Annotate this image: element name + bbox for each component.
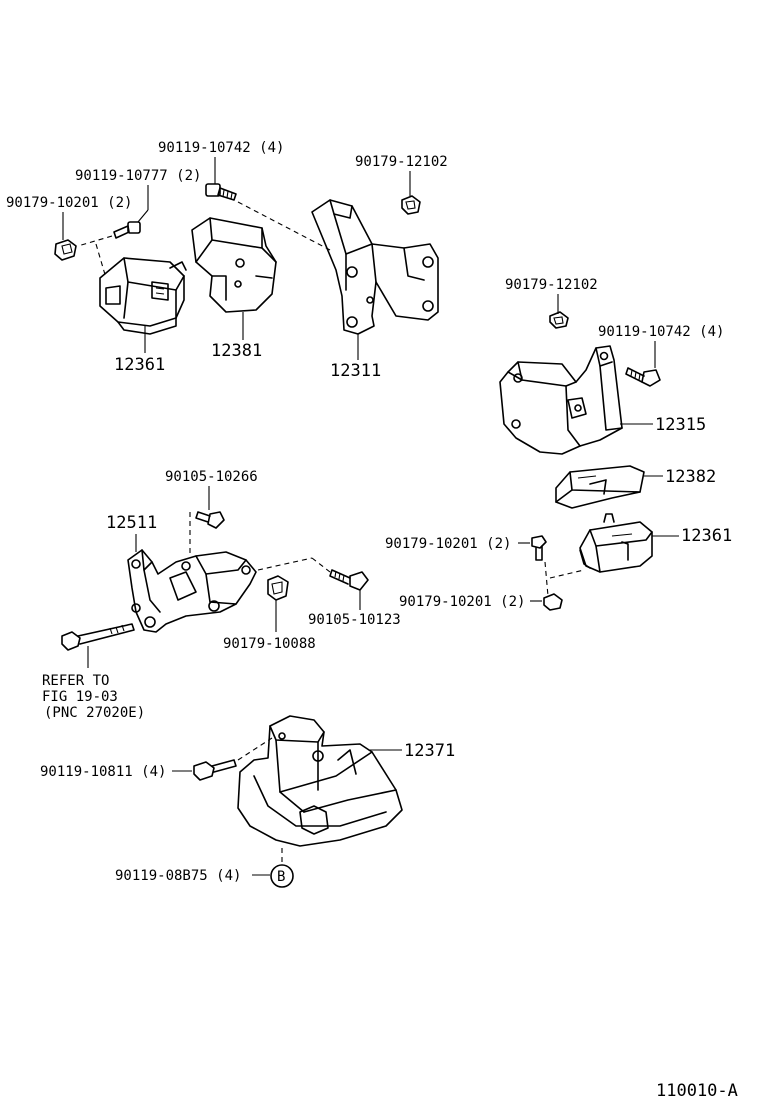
label-90119-10742-right: 90119-10742 (4) — [598, 324, 724, 340]
label-90119-10811: 90119-10811 (4) — [40, 764, 166, 780]
bolt-90179-10201-mid — [531, 535, 547, 561]
label-12371: 12371 — [404, 741, 455, 761]
label-90179-10088: 90179-10088 — [223, 636, 316, 652]
label-12511: 12511 — [106, 513, 157, 533]
label-90179-10201-mid: 90179-10201 (2) — [385, 536, 511, 552]
label-12361-right: 12361 — [681, 526, 732, 546]
label-90105-10266: 90105-10266 — [165, 469, 258, 485]
label-pnc-27020e: (PNC 27020E) — [44, 705, 145, 721]
bolt-90119-10777 — [113, 221, 141, 239]
label-90119-10777: 90119-10777 (2) — [75, 168, 201, 184]
label-fig-19-03: FIG 19-03 — [42, 689, 118, 705]
part-12361-left — [99, 257, 187, 335]
label-90179-12102-top: 90179-12102 — [355, 154, 448, 170]
part-12361-right — [579, 513, 653, 573]
label-90119-08b75: 90119-08B75 (4) — [115, 868, 241, 884]
label-90105-10123: 90105-10123 — [308, 612, 401, 628]
label-12361-left: 12361 — [114, 355, 165, 375]
label-12311: 12311 — [330, 361, 381, 381]
part-12315 — [499, 345, 623, 455]
bolt-90119-10742-top — [205, 183, 237, 201]
callout-b-letter: B — [277, 869, 285, 885]
label-12382: 12382 — [665, 467, 716, 487]
label-90179-10201-low: 90179-10201 (2) — [399, 594, 525, 610]
bolt-90105-10123 — [329, 569, 369, 591]
part-12511 — [127, 549, 257, 633]
label-90179-12102-right: 90179-12102 — [505, 277, 598, 293]
nut-90179-10201-low — [543, 593, 563, 611]
bolt-90119-10811 — [193, 759, 237, 781]
part-12381 — [191, 217, 277, 313]
label-90119-10742-top: 90119-10742 (4) — [158, 140, 284, 156]
part-12382 — [555, 465, 645, 509]
label-12315: 12315 — [655, 415, 706, 435]
label-12381: 12381 — [211, 341, 262, 361]
bolt-90119-10742-right — [625, 367, 661, 387]
label-90179-10201-top: 90179-10201 (2) — [6, 195, 132, 211]
label-refer-to: REFER TO — [42, 673, 109, 689]
part-12311 — [311, 199, 439, 335]
nut-90179-10201-top — [54, 239, 77, 261]
long-bolt — [61, 623, 135, 651]
nut-90179-12102-top — [401, 195, 421, 215]
nut-90179-12102-right — [549, 311, 569, 329]
bolt-90105-10266 — [195, 511, 225, 529]
nut-90179-10088 — [267, 575, 289, 601]
part-12371 — [237, 715, 403, 847]
figure-code: 110010-A — [656, 1081, 738, 1101]
callout-b: B — [270, 864, 294, 888]
